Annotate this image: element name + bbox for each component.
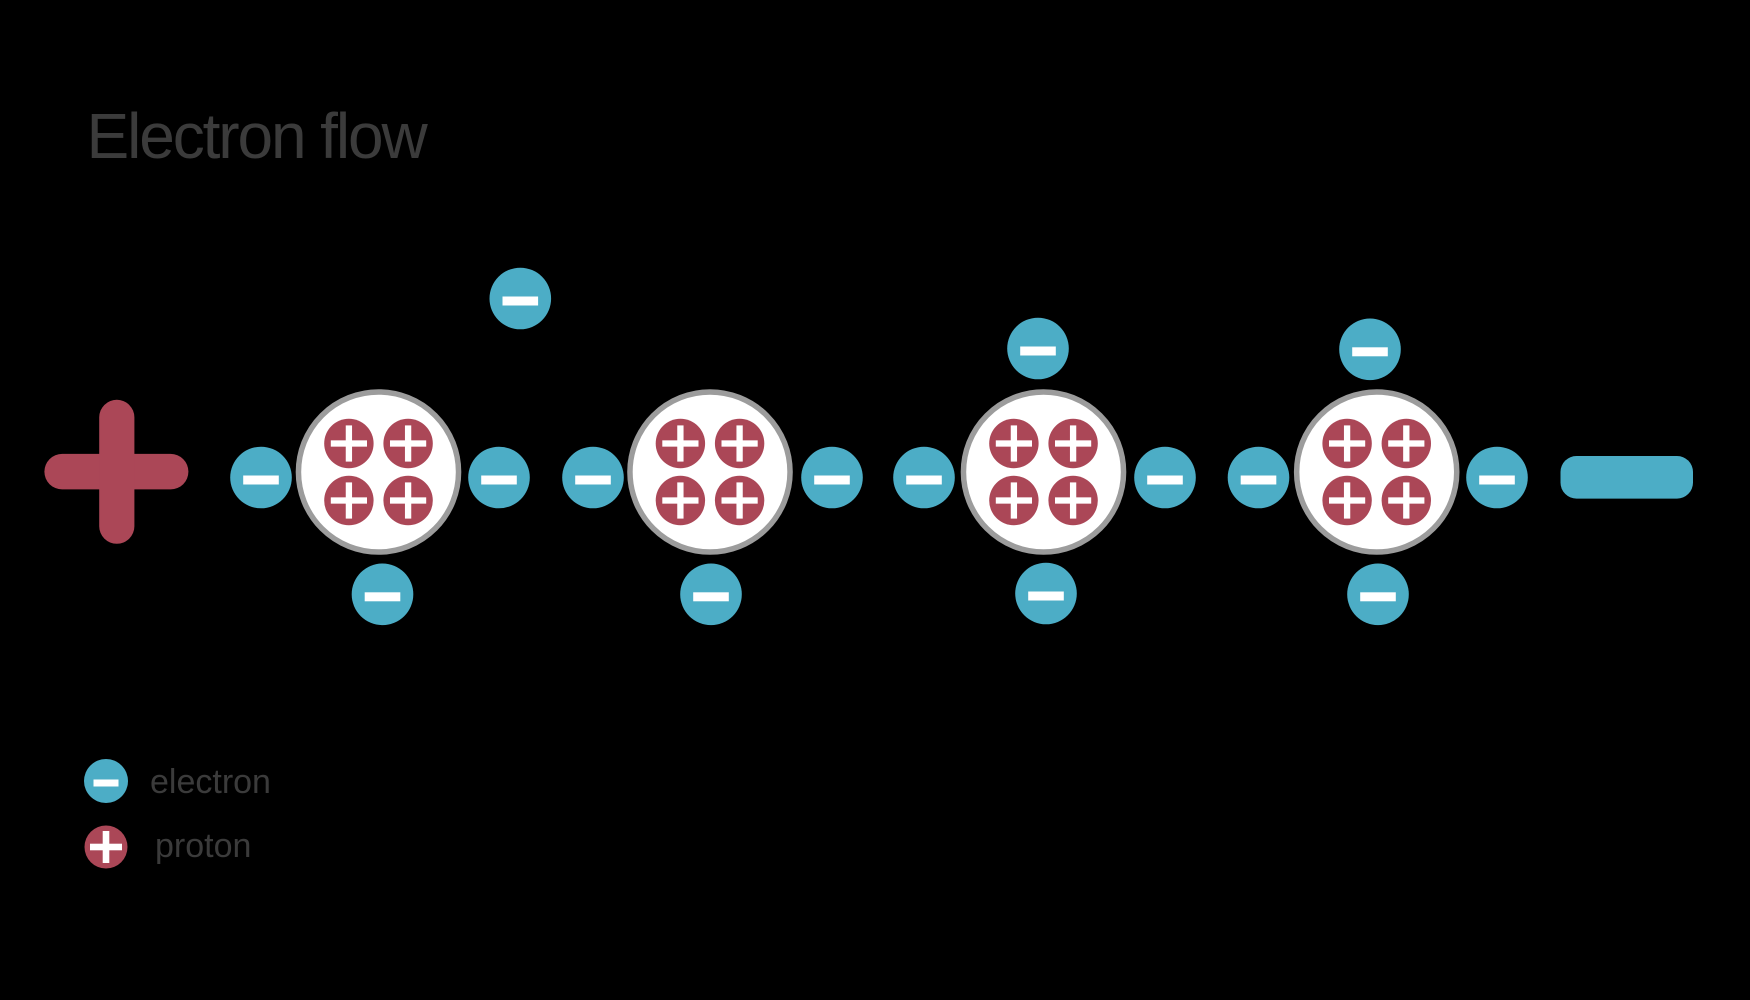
svg-text:electron: electron xyxy=(150,763,271,801)
svg-text:Electron flow: Electron flow xyxy=(87,100,429,172)
svg-text:proton: proton xyxy=(155,827,251,865)
